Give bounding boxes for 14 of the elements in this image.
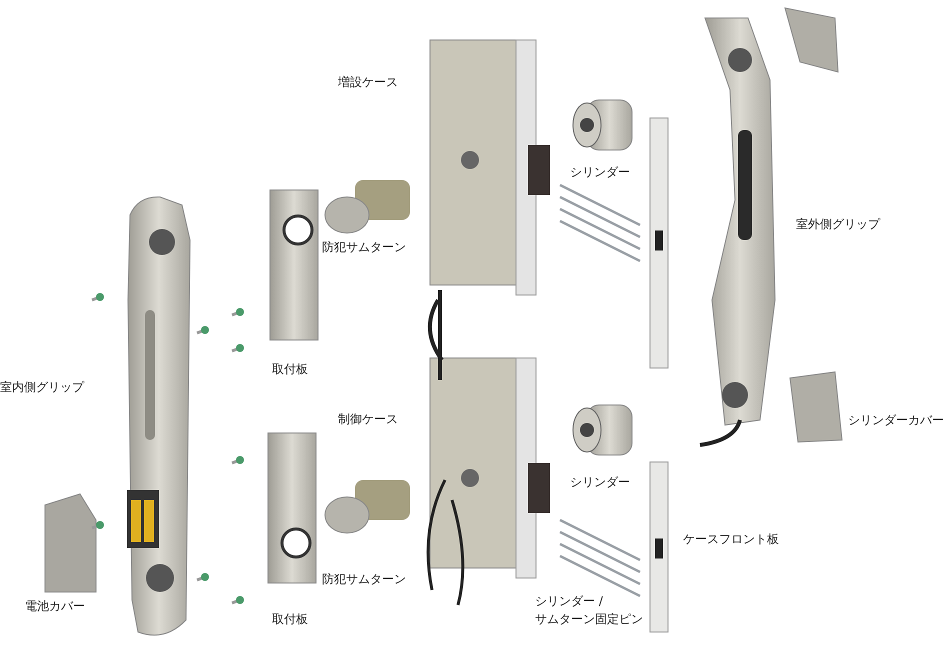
part-label: 電池カバー [25,598,85,615]
part-label: 室内側グリップ [0,379,84,396]
part-label: 室外側グリップ [796,216,880,233]
part-label: シリンダー / サムターン固定ピン [535,593,644,628]
part-label: 取付板 [272,611,308,628]
part-label: シリンダーカバー [848,412,944,429]
part-label: 増設ケース [338,74,398,91]
part-label: シリンダー [570,164,630,181]
part-label: 防犯サムターン [322,239,406,256]
part-label: 制御ケース [338,411,398,428]
part-label: 取付板 [272,361,308,378]
part-label: 防犯サムターン [322,571,406,588]
part-label: シリンダー [570,474,630,491]
part-label: ケースフロント板 [683,531,779,548]
